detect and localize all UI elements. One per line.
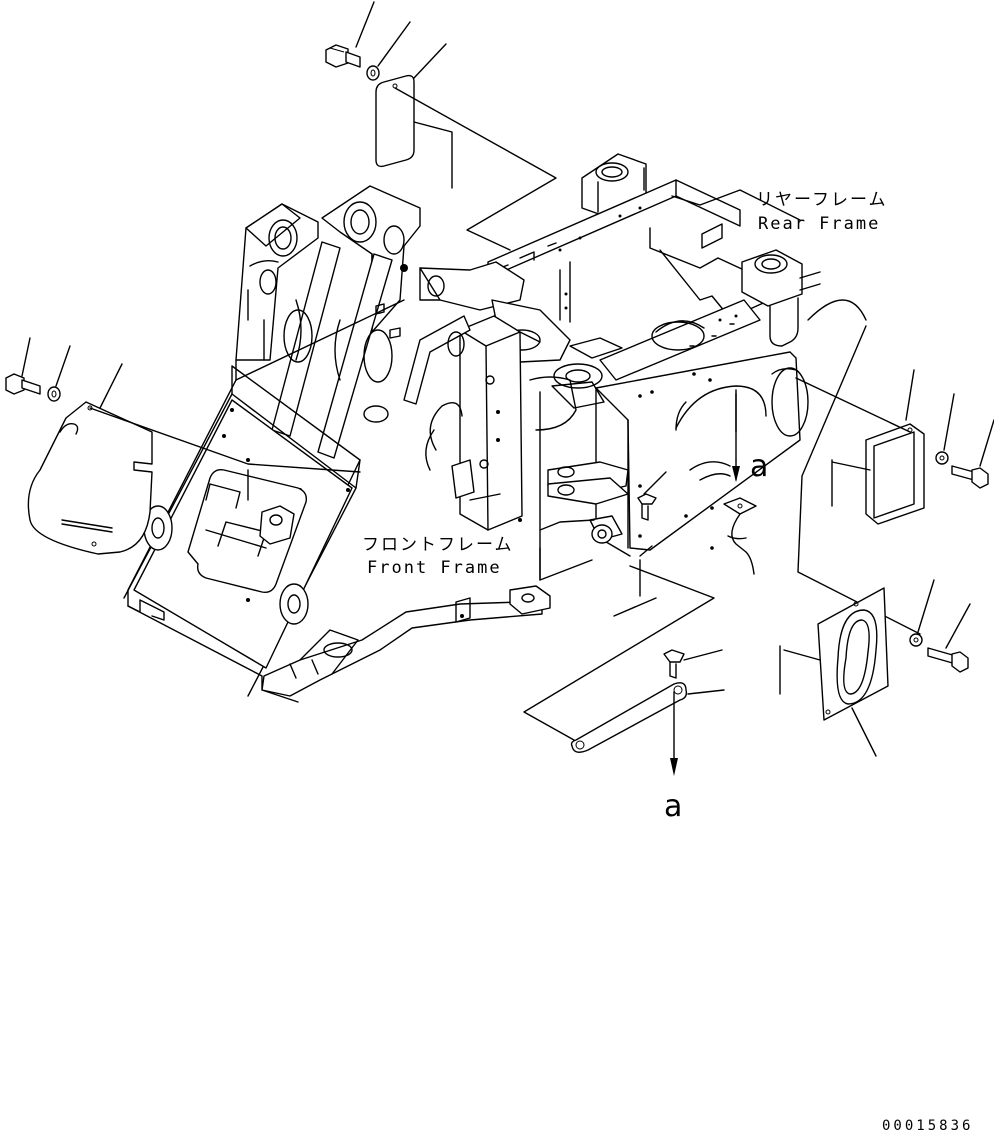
top-washer xyxy=(367,66,379,80)
rear-frame xyxy=(488,154,820,380)
stopper-bar-screw xyxy=(664,650,684,678)
top-leaders xyxy=(356,2,556,250)
stopper-bar xyxy=(572,683,687,752)
left-cover-plate xyxy=(28,402,152,554)
left-leaders xyxy=(22,338,360,472)
right-washer-lower xyxy=(910,634,922,646)
center-leaders xyxy=(524,394,754,772)
rear-frame-label-en: Rear Frame xyxy=(758,214,881,234)
top-bolt xyxy=(326,45,360,67)
top-cover-plate xyxy=(376,76,414,167)
reference-a-lower: a xyxy=(664,789,683,824)
part-number: 00015836 xyxy=(882,1118,974,1134)
left-bolt xyxy=(6,374,40,394)
right-bolt-lower xyxy=(928,648,968,672)
front-frame-label-en: Front Frame xyxy=(367,558,502,578)
front-center-column xyxy=(404,316,540,580)
lower-hinge-links xyxy=(540,462,628,580)
rear-side-plate xyxy=(596,352,808,556)
ref-arrows xyxy=(670,460,740,776)
center-screw-upper xyxy=(638,494,656,520)
right-bolt-upper xyxy=(952,466,988,488)
center-hinge xyxy=(420,262,622,430)
right-lower-leaders xyxy=(780,580,970,756)
reference-a-upper: a xyxy=(750,449,769,484)
right-cover-plate-lower xyxy=(818,588,888,720)
rear-frame-label-jp: リヤーフレーム xyxy=(756,190,888,210)
stopper-plate xyxy=(724,498,756,514)
right-cover-plate-upper xyxy=(866,424,924,524)
front-frame-label-jp: フロントフレーム xyxy=(362,535,514,555)
left-washer xyxy=(48,387,60,401)
right-washer-upper xyxy=(936,452,948,464)
